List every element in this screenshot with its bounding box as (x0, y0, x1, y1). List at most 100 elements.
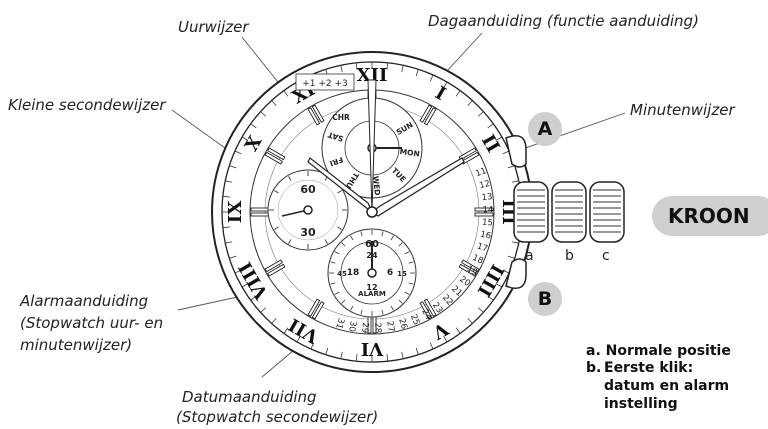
hour-index (474, 207, 494, 217)
label-alarm-1: Alarmaanduiding (20, 292, 149, 310)
alarm-tick (360, 309, 363, 315)
minute-tick (325, 347, 329, 355)
alarm-tick (404, 291, 410, 295)
alarm-number: 12 (366, 283, 377, 292)
minute-tick (511, 180, 519, 183)
minute-tick (455, 327, 461, 334)
alarm-number: ALARM (358, 290, 386, 298)
hour-index (419, 104, 437, 126)
alarm-tick (350, 305, 354, 311)
minute-tick (467, 318, 473, 324)
date-number: 15 (482, 218, 494, 229)
center-pivot (366, 206, 378, 218)
pusher-a-label: A (528, 112, 562, 146)
date-number: 11 (474, 166, 488, 179)
minute-tick (467, 100, 473, 106)
small-seconds-inner (277, 179, 339, 241)
hour-index (250, 207, 270, 217)
small-seconds-tick (288, 239, 292, 244)
label-small-seconds: Kleine secondewijzer (8, 96, 166, 114)
hour-index (458, 259, 480, 277)
date-number: 29 (359, 322, 370, 333)
minute-tick (429, 74, 434, 82)
alarm-tick (408, 261, 414, 264)
small-seconds-tick (274, 190, 279, 194)
minute-tick (487, 123, 494, 129)
legend-b-3: instelling (604, 396, 678, 412)
alarm-tick (360, 231, 363, 237)
minute-ticks (222, 62, 522, 362)
minute-tick (340, 65, 343, 73)
hour-index (264, 259, 286, 277)
pusher-b (505, 258, 527, 289)
date-number: 19 (465, 264, 479, 278)
minute-tick (229, 255, 237, 259)
minute-tick (260, 307, 266, 313)
minute-tick (234, 150, 242, 155)
hour-hand (307, 157, 374, 214)
alarm-tick (330, 282, 336, 285)
legend-b-2: datum en alarm (604, 378, 730, 394)
alarm-tick (381, 231, 384, 237)
date-number: 31 (333, 317, 346, 330)
date-ring: 1112131415161718192021222324252627282930… (333, 166, 493, 333)
label-day-indicator: Dagaanduiding (functie aanduiding) (428, 12, 699, 30)
label-alarm-3: minutenwijzer) (20, 336, 133, 354)
minute-tick (296, 335, 301, 343)
alarm-tick (390, 305, 394, 311)
alarm-tick (398, 299, 403, 304)
minute-tick (310, 342, 315, 350)
hour-index (307, 104, 325, 126)
crown-grip-lines (517, 189, 621, 233)
crown-pos-c: c (602, 248, 610, 264)
hour-index (419, 298, 437, 320)
alarm-pivot (367, 268, 377, 278)
label-hour-hand: Uurwijzer (178, 18, 249, 36)
alarm-tick (341, 299, 346, 304)
minute-tick (271, 318, 277, 324)
date-number: 24 (419, 307, 433, 321)
minute-tick (415, 69, 419, 77)
date-number: 18 (471, 253, 485, 267)
legend-a: a. Normale positie (586, 343, 731, 359)
minute-tick (511, 241, 519, 244)
minute-tick (283, 327, 289, 334)
small-seconds-tick (337, 190, 342, 194)
alarm-tick (408, 282, 414, 285)
small-seconds-tick (274, 226, 279, 230)
minute-tick (401, 351, 404, 359)
chr-label: CHR (332, 113, 350, 122)
alarm-tick (350, 235, 354, 241)
crown-c (589, 181, 625, 243)
alarm-tick (390, 235, 394, 241)
minute-tick (260, 111, 266, 117)
minute-tick (495, 136, 503, 141)
minute-hand (370, 157, 465, 217)
alarm-tick (381, 309, 384, 315)
minute-tick (234, 269, 242, 274)
minute-tick (443, 81, 448, 89)
minute-tick (478, 111, 484, 117)
minute-tick (225, 180, 233, 183)
minute-tick (478, 307, 484, 313)
minute-tick (386, 62, 389, 70)
label-date-1: Datumaanduiding (182, 388, 317, 406)
crown-a (513, 181, 549, 243)
legend-b-1: Eerste klik: (604, 360, 694, 376)
crown-pos-a: a (525, 248, 534, 264)
date-number: 16 (479, 230, 492, 242)
date-number: 14 (482, 205, 493, 215)
minute-tick (502, 150, 510, 155)
minute-tick (507, 255, 515, 259)
date-number: 25 (408, 313, 421, 327)
date-number: 27 (384, 320, 396, 332)
alarm-tick (334, 291, 340, 295)
minute-tick (401, 65, 404, 73)
small-seconds-tick (337, 226, 342, 230)
minute-tick (355, 62, 358, 70)
crown-b (551, 181, 587, 243)
minute-tick (355, 354, 358, 362)
minute-tick (250, 295, 257, 301)
minute-tick (241, 136, 249, 141)
